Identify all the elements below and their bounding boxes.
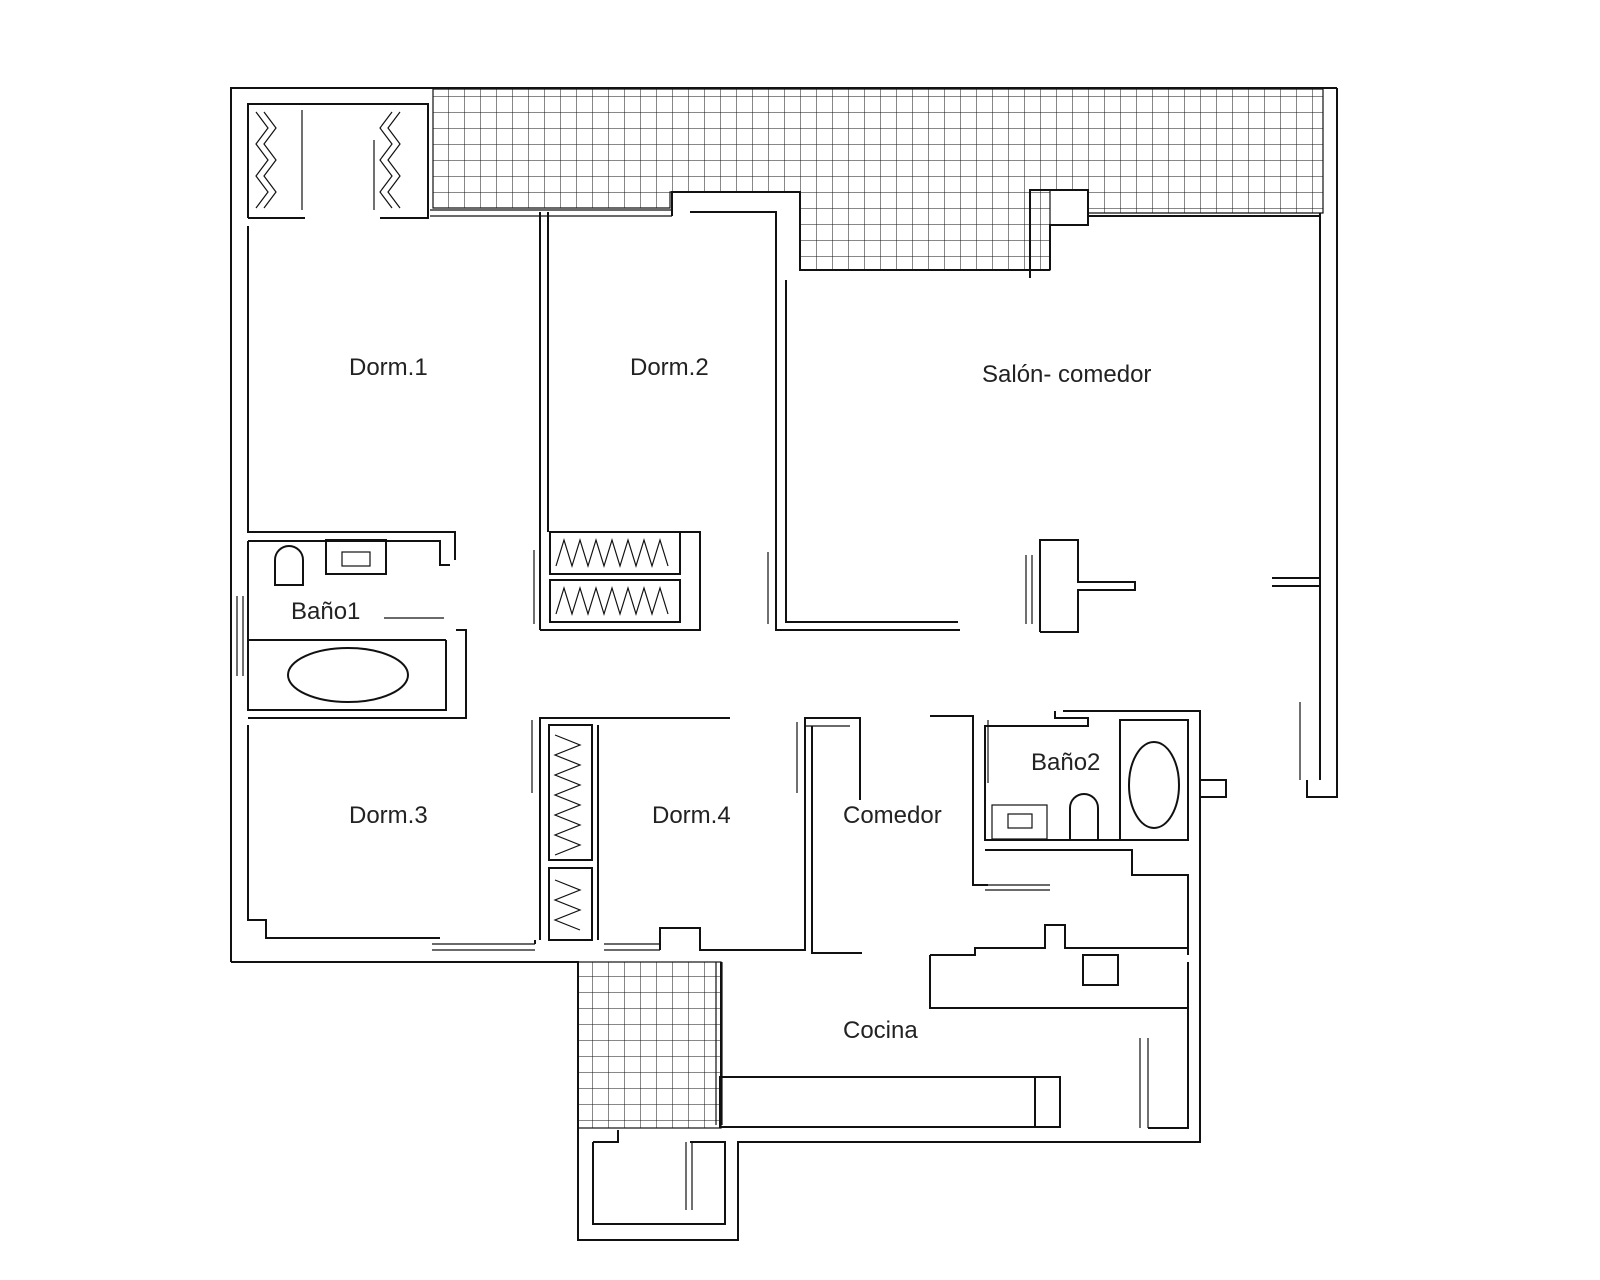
terrace-north (432, 88, 1324, 271)
label-comedor: Comedor (843, 802, 942, 829)
label-bano2: Baño2 (1031, 749, 1100, 776)
label-dorm1: Dorm.1 (349, 354, 428, 381)
storage-bottom (592, 1130, 726, 1225)
label-dorm3: Dorm.3 (349, 802, 428, 829)
cocina (715, 924, 1189, 1129)
label-dorm2: Dorm.2 (630, 354, 709, 381)
exterior-walls (230, 87, 1338, 1241)
bano2 (930, 711, 1227, 955)
bano1 (236, 539, 467, 719)
dorm3-walls (247, 725, 536, 951)
salon-column (1025, 539, 1321, 780)
north-windows (430, 189, 1320, 278)
label-bano1: Baño1 (291, 598, 360, 625)
dorm4-walls (531, 717, 862, 954)
dorm1-walls (247, 212, 541, 630)
label-salon-comedor: Salón- comedor (982, 361, 1151, 388)
room-labels: Dorm.1 Dorm.2 Salón- comedor Baño1 Dorm.… (291, 354, 1151, 1044)
dorm2-walls (540, 211, 960, 631)
label-cocina: Cocina (843, 1017, 918, 1044)
terrace-south (577, 961, 722, 1129)
label-dorm4: Dorm.4 (652, 802, 731, 829)
closet-top-left (247, 103, 429, 219)
